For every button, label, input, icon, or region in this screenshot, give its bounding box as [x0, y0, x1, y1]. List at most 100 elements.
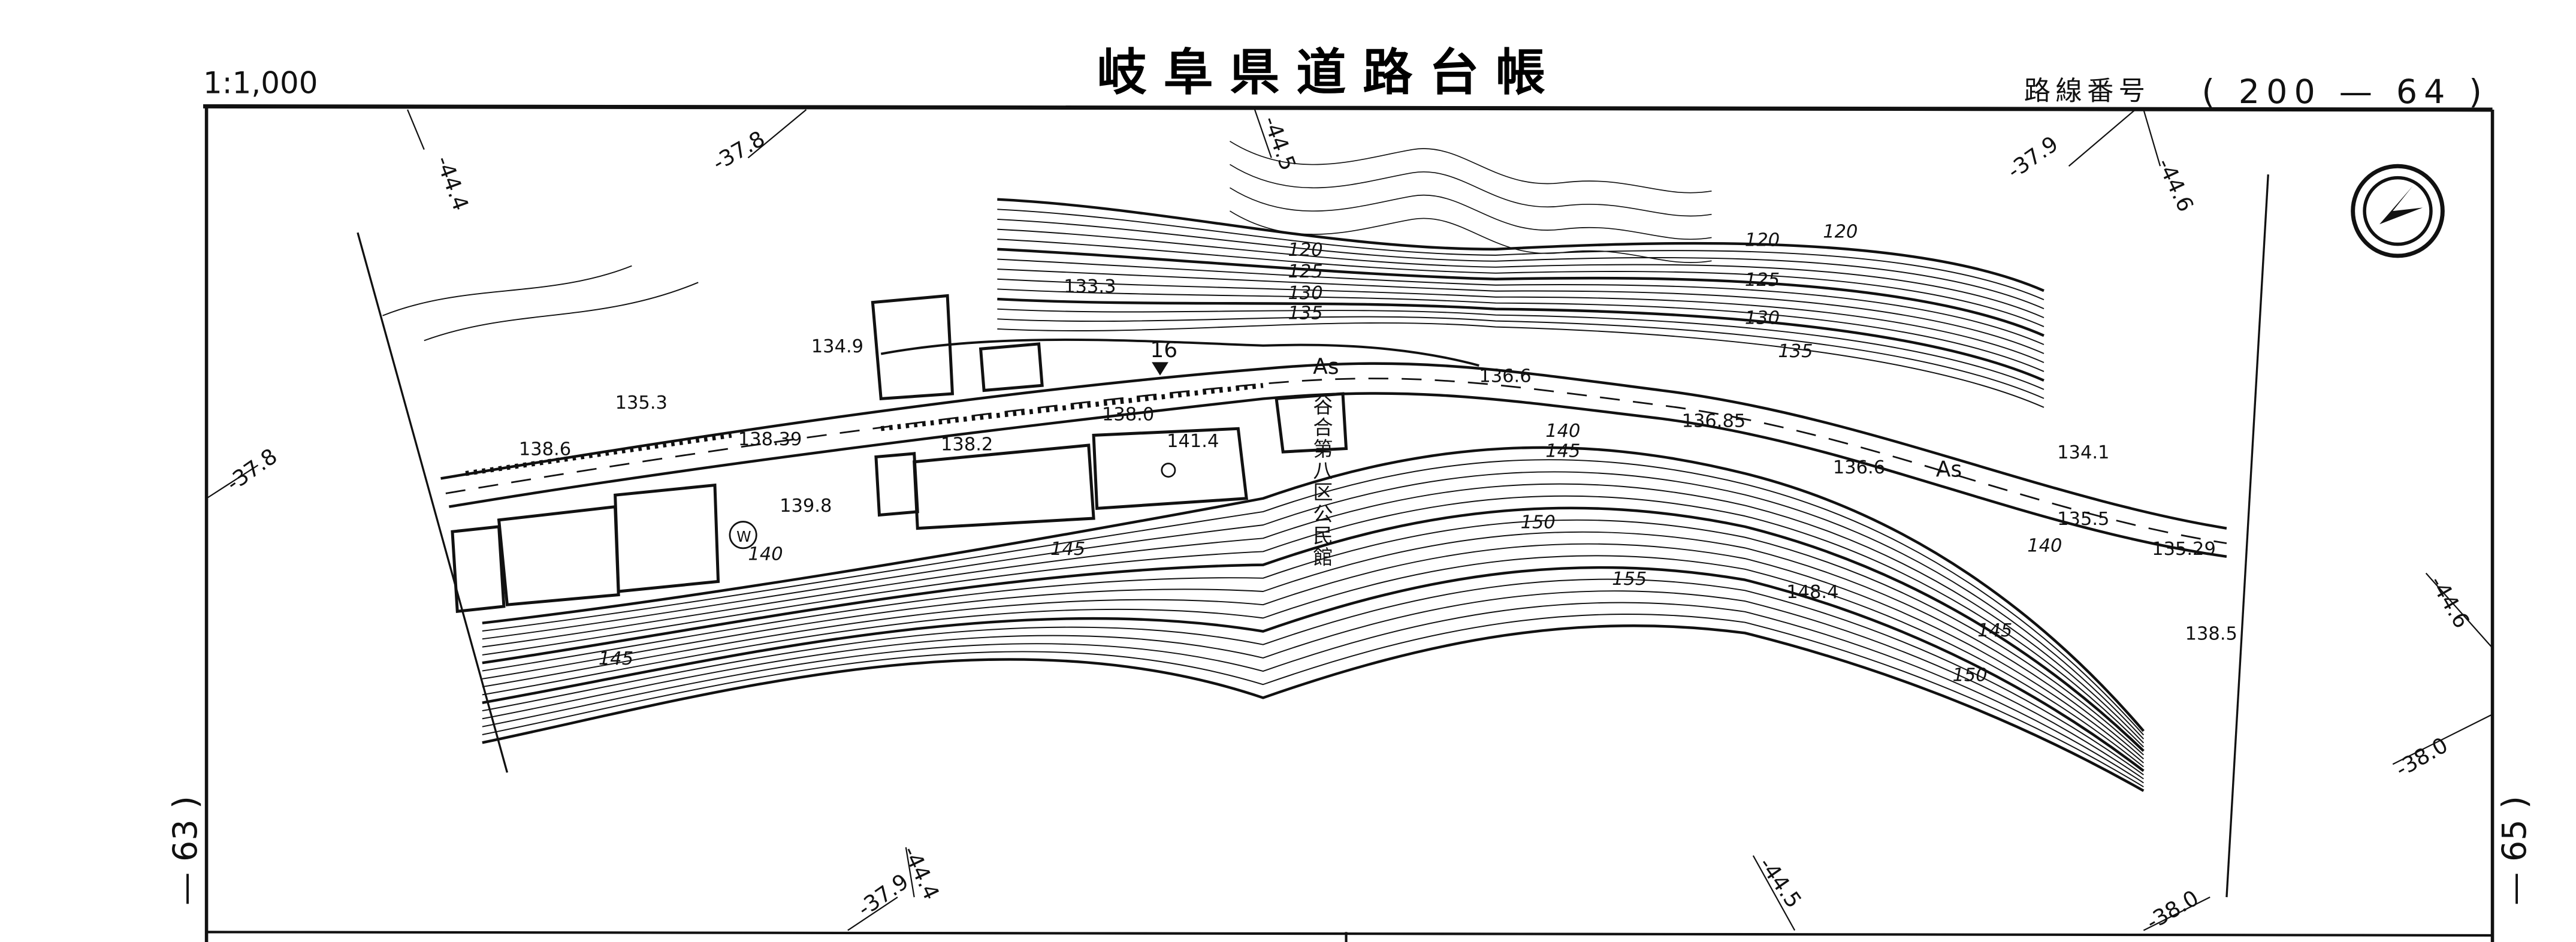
contour-line — [997, 209, 2045, 301]
contour-line — [997, 198, 2045, 292]
map-clip-left — [357, 232, 509, 773]
svg-text:130: 130 — [1745, 308, 1780, 329]
svg-text:120: 120 — [1288, 240, 1323, 261]
north-arrow-icon — [2351, 164, 2445, 258]
svg-text:135: 135 — [1288, 303, 1323, 324]
svg-text:138.6: 138.6 — [519, 439, 571, 460]
svg-text:-37.9: -37.9 — [853, 869, 913, 922]
svg-text:134.9: 134.9 — [811, 336, 863, 357]
svg-text:-44.6: -44.6 — [2152, 155, 2198, 216]
contour-line — [997, 316, 2045, 399]
contour-line — [997, 268, 2045, 354]
pavement-label-2: As — [1936, 458, 1962, 482]
svg-text:133.3: 133.3 — [1064, 276, 1116, 297]
svg-text:-38.0: -38.0 — [2391, 733, 2452, 782]
contour-lines — [382, 140, 2145, 792]
facility-label: 谷合第八区公民館 — [1309, 395, 1333, 568]
svg-text:135.5: 135.5 — [2057, 509, 2109, 530]
contour-line — [997, 297, 2045, 382]
sun-symbol-icon — [1161, 463, 1176, 478]
contour-line — [997, 247, 2045, 337]
svg-text:130: 130 — [1288, 283, 1323, 304]
contour-line — [1230, 187, 1712, 240]
svg-text:138.39: 138.39 — [738, 429, 802, 450]
water-label: W — [736, 528, 751, 545]
svg-text:140: 140 — [748, 544, 783, 564]
contour-line — [482, 555, 2144, 768]
route-label: 路線番号 — [2024, 76, 2151, 106]
contour-line — [382, 265, 632, 316]
contour-line — [997, 278, 2045, 363]
svg-text:150: 150 — [1521, 512, 1556, 533]
contour-line — [997, 228, 2045, 318]
svg-text:125: 125 — [1288, 261, 1323, 282]
svg-text:140: 140 — [1545, 421, 1580, 442]
svg-text:120: 120 — [1745, 230, 1780, 250]
contour-line — [482, 483, 2145, 744]
map-clip-right — [2225, 174, 2269, 898]
svg-text:150: 150 — [1952, 665, 1987, 686]
contour-labels: 120 125 130 135 120 120 125 130 135 140 … — [599, 221, 2062, 686]
svg-text:136.85: 136.85 — [1682, 411, 1746, 432]
contour-line — [424, 282, 699, 342]
contour-line — [482, 566, 2145, 772]
road — [440, 339, 2227, 558]
sheet-ref-right: — 65 ) — [2496, 796, 2534, 905]
point-number: 16 — [1150, 338, 1177, 363]
svg-text:-44.6: -44.6 — [2424, 572, 2474, 632]
contour-line — [1230, 164, 1712, 217]
water-symbol-icon — [729, 521, 757, 550]
svg-text:145: 145 — [1545, 440, 1580, 461]
svg-text:125: 125 — [1745, 270, 1780, 291]
buildings — [451, 294, 1348, 614]
svg-text:134.1: 134.1 — [2057, 442, 2109, 463]
contour-line — [997, 322, 2045, 408]
contour-line — [482, 602, 2144, 784]
grid-ticks — [206, 109, 2493, 931]
contour-line — [482, 506, 2145, 752]
svg-text:-44.5: -44.5 — [1258, 113, 1300, 174]
svg-text:148.4: 148.4 — [1786, 582, 1838, 603]
contour-line — [997, 288, 2045, 372]
route-number: ( 200 — 64 ) — [2201, 73, 2489, 111]
contour-line — [997, 308, 2045, 390]
pavement-label: As — [1313, 355, 1339, 379]
svg-text:-44.5: -44.5 — [1754, 853, 1806, 913]
contour-line — [482, 459, 2145, 736]
svg-text:-37.8: -37.8 — [709, 126, 769, 176]
contour-line — [997, 238, 2045, 327]
spot-elevations: 133.3 134.9 135.3 138.6 138.39 138.2 138… — [519, 276, 2237, 644]
contour-line — [482, 578, 2144, 775]
svg-text:135.3: 135.3 — [615, 393, 668, 413]
svg-text:135.29: 135.29 — [2152, 539, 2216, 560]
contour-line — [482, 624, 2145, 792]
contour-line — [482, 471, 2145, 739]
svg-text:136.6: 136.6 — [1833, 457, 1885, 478]
frame-top — [203, 104, 2493, 112]
svg-text:145: 145 — [1977, 620, 2012, 641]
contour-line — [482, 495, 2145, 748]
svg-text:136.6: 136.6 — [1479, 366, 1531, 387]
contour-line — [482, 531, 2144, 760]
contour-line — [482, 590, 2144, 780]
contour-line — [1230, 210, 1712, 263]
contour-line — [482, 543, 2144, 763]
sheet-ref-left: — 63 ) — [167, 796, 205, 905]
contour-line — [1230, 140, 1712, 194]
svg-text:138.5: 138.5 — [2185, 623, 2237, 644]
contour-line — [482, 519, 2144, 756]
svg-text:135: 135 — [1778, 341, 1813, 362]
svg-text:-38.0: -38.0 — [2142, 886, 2203, 935]
scale-label: 1:1,000 — [203, 65, 318, 100]
frame-bottom — [206, 931, 2493, 942]
svg-text:139.8: 139.8 — [780, 496, 832, 517]
contour-line — [997, 258, 2045, 345]
grid-labels: -44.4 -37.8 -44.5 -37.9 -44.6 -37.8 -44.… — [222, 113, 2474, 935]
svg-text:-37.9: -37.9 — [2003, 132, 2063, 184]
benchmark-icon — [1152, 362, 1168, 376]
svg-text:141.4: 141.4 — [1167, 431, 1219, 452]
contour-line — [997, 218, 2045, 310]
svg-text:138.0: 138.0 — [1102, 404, 1154, 425]
svg-text:145: 145 — [1050, 539, 1085, 560]
